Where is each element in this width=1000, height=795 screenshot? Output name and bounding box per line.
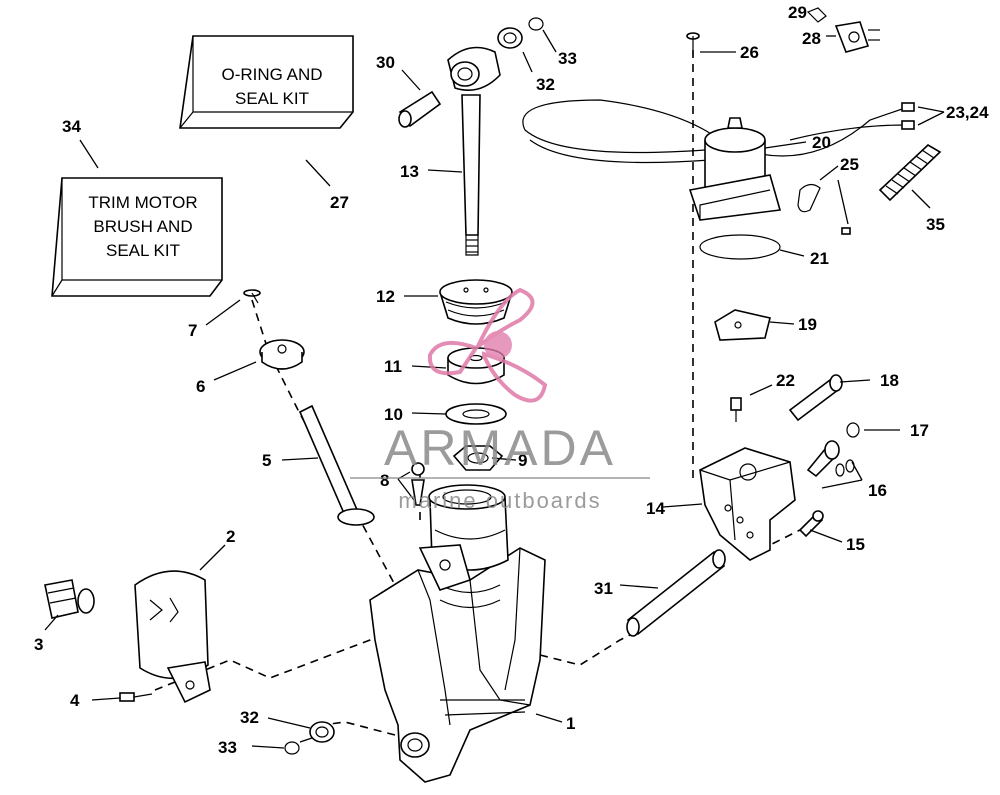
part-23-24-terminals <box>901 102 915 130</box>
callout-31: 31 <box>594 579 613 598</box>
part-6-plug <box>259 339 305 370</box>
part-3-bushing <box>44 579 95 619</box>
trim-kit-line3: SEAL KIT <box>106 241 180 260</box>
callout-1: 1 <box>566 714 575 733</box>
callout-18: 18 <box>880 371 899 390</box>
callout-32-bottom: 32 <box>240 708 259 727</box>
part-17-clip <box>846 422 860 438</box>
callout-16: 16 <box>868 481 887 500</box>
callout-25: 25 <box>840 155 859 174</box>
part-35-spring <box>878 144 942 202</box>
part-28-connector <box>834 21 880 53</box>
callout-33-bottom: 33 <box>218 738 237 757</box>
part-9-nut <box>452 445 504 471</box>
part-32-33-bottom <box>284 721 335 755</box>
part-4-screw <box>119 692 153 702</box>
watermark-brand: ARMADA <box>384 420 616 476</box>
callout-2: 2 <box>226 527 235 546</box>
callout-29: 29 <box>788 3 807 22</box>
callout-12: 12 <box>376 287 395 306</box>
callout-23-24: 23,24 <box>946 103 989 122</box>
callout-35: 35 <box>926 215 945 234</box>
trim-kit-line2: BRUSH AND <box>93 217 192 236</box>
part-14-pump <box>699 447 796 561</box>
trim-kit-line1: TRIM MOTOR <box>88 193 197 212</box>
callout-21: 21 <box>810 249 829 268</box>
oring-kit-line1: O-RING AND <box>221 65 322 84</box>
part-30-pin <box>398 90 442 128</box>
part-22-screw <box>730 397 742 422</box>
callout-4: 4 <box>70 691 80 710</box>
part-18-valve <box>788 374 843 422</box>
armada-watermark: ARMADA marine outboards <box>350 287 650 513</box>
part-32-33-top <box>497 17 544 49</box>
callout-7: 7 <box>188 321 197 340</box>
callout-6: 6 <box>196 377 205 396</box>
oring-kit-line2: SEAL KIT <box>235 89 309 108</box>
callout-numbers: 1 2 3 4 5 6 7 8 9 10 11 12 13 14 15 16 1… <box>34 3 989 757</box>
callout-17: 17 <box>910 421 929 440</box>
callout-9: 9 <box>518 451 527 470</box>
part-26-screw <box>686 32 700 56</box>
leader-lines <box>44 29 945 749</box>
callout-20: 20 <box>812 133 831 152</box>
part-13-piston-rod <box>447 46 501 256</box>
oring-seal-kit-box: O-RING AND SEAL KIT <box>179 35 354 129</box>
callout-19: 19 <box>798 315 817 334</box>
callout-15: 15 <box>846 535 865 554</box>
part-19-plate <box>714 309 771 341</box>
callout-10: 10 <box>384 405 403 424</box>
callout-8: 8 <box>380 471 389 490</box>
callout-22: 22 <box>776 371 795 390</box>
callout-26: 26 <box>740 43 759 62</box>
part-12-cap <box>439 279 513 325</box>
callout-30: 30 <box>376 53 395 72</box>
callout-33-top: 33 <box>558 49 577 68</box>
callout-5: 5 <box>262 451 271 470</box>
callout-27: 27 <box>330 193 349 212</box>
part-2-motor-cover <box>134 570 211 704</box>
callout-14: 14 <box>646 499 665 518</box>
part-15-screw <box>798 510 824 538</box>
propeller-hub <box>484 331 512 359</box>
callout-11: 11 <box>384 357 402 376</box>
part-25-clamp <box>797 183 851 235</box>
part-1-trim-cylinder <box>369 484 546 783</box>
callout-13: 13 <box>400 162 419 181</box>
part-16-valve <box>806 440 855 478</box>
part-7-pin <box>243 289 261 304</box>
part-31-tube <box>626 549 726 637</box>
watermark-tagline: marine outboards <box>398 488 601 513</box>
part-21-gasket <box>699 234 781 260</box>
part-29-clip <box>806 7 827 23</box>
part-8-valve <box>411 462 425 506</box>
callout-3: 3 <box>34 635 43 654</box>
part-5-tube <box>298 404 375 526</box>
callout-28: 28 <box>802 29 821 48</box>
callout-34: 34 <box>62 117 81 136</box>
callout-32-top: 32 <box>536 75 555 94</box>
part-20-trim-motor <box>522 99 906 221</box>
trim-motor-kit-box: TRIM MOTOR BRUSH AND SEAL KIT <box>51 177 223 297</box>
